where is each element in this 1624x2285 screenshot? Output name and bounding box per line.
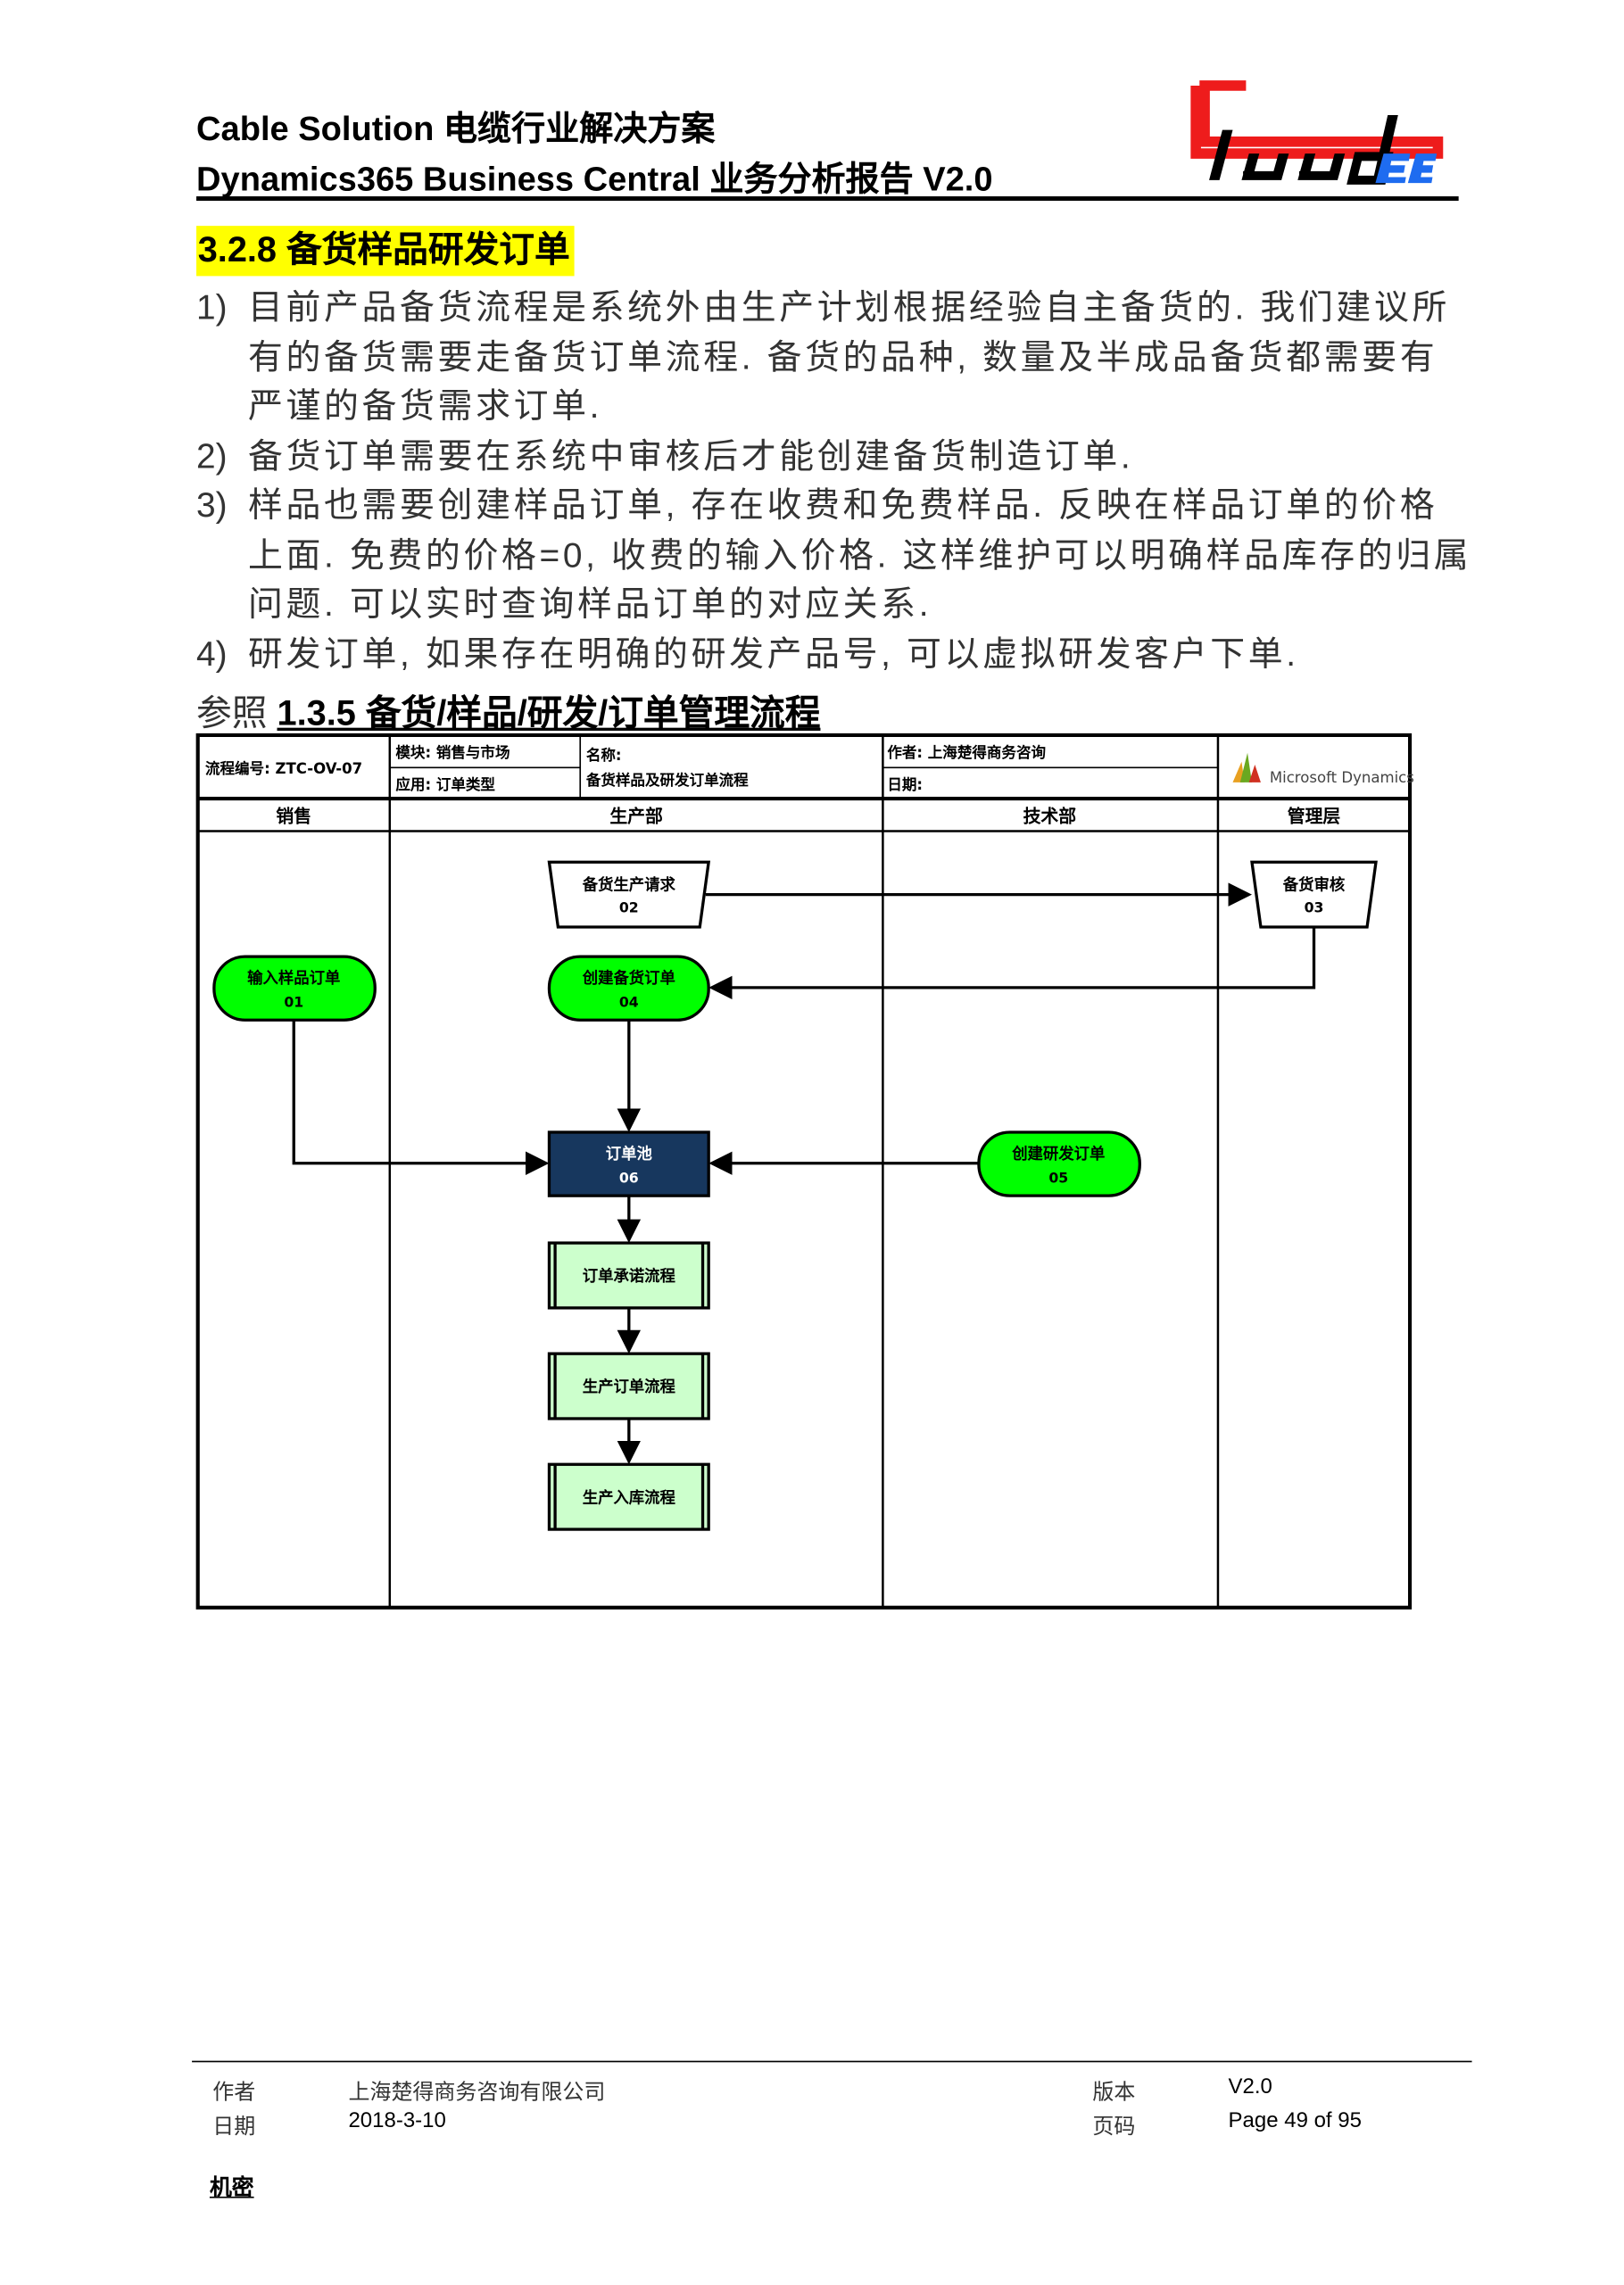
svg-text:04: 04 <box>619 993 639 1010</box>
module-label: 模块: 销售与市场 <box>395 743 510 761</box>
svg-text:生产订单流程: 生产订单流程 <box>583 1378 676 1396</box>
node-production-order[interactable]: 生产订单流程 <box>547 1352 710 1420</box>
svg-text:05: 05 <box>1048 1169 1068 1186</box>
node-sample-order[interactable]: 输入样品订单 01 <box>212 955 377 1022</box>
footer-author-value: 上海楚得商务咨询有限公司 <box>348 2081 606 2106</box>
confidential-label: 机密 <box>209 2175 254 2201</box>
reference-prefix: 参照 <box>196 693 278 734</box>
connectors <box>292 882 1316 1465</box>
node-production-receipt[interactable]: 生产入库流程 <box>547 1462 710 1531</box>
svg-text:备货生产请求: 备货生产请求 <box>582 876 676 895</box>
process-number: 流程编号: ZTC-OV-07 <box>205 759 362 777</box>
svg-text:生产入库流程: 生产入库流程 <box>583 1488 676 1507</box>
name-value: 备货样品及研发订单流程 <box>585 771 749 789</box>
name-label: 名称: <box>586 746 622 764</box>
reference-link[interactable]: 1.3.5 备货/样品/研发/订单管理流程 <box>277 693 821 734</box>
flowchart: 流程编号: ZTC-OV-07 模块: 销售与市场 应用: 订单类型 名称: 备… <box>195 733 1414 1610</box>
author-label: 作者: 上海楚得商务咨询 <box>887 743 1046 761</box>
node-create-rd-order[interactable]: 创建研发订单 05 <box>977 1130 1141 1197</box>
node-order-promise[interactable]: 订单承诺流程 <box>547 1241 710 1310</box>
footer-version-label: 版本 <box>1092 2081 1136 2106</box>
list-item: 2)备货订单需要在系统中审核后才能创建备货制造订单. <box>196 435 1134 475</box>
svg-text:输入样品订单: 输入样品订单 <box>247 969 340 988</box>
list-item: 4)研发订单, 如果存在明确的研发产品号, 可以虚拟研发客户下单. <box>196 633 1299 673</box>
footer-author-label: 作者 <box>212 2081 256 2106</box>
date-label: 日期: <box>887 776 923 793</box>
header-title-2: Dynamics365 Business Central 业务分析报告 V2.0 <box>196 159 993 198</box>
list-item: 1)目前产品备货流程是系统外由生产计划根据经验自主备货的. 我们建议所 <box>196 287 1451 327</box>
reference-line: 参照 1.3.5 备货/样品/研发/订单管理流程 <box>196 683 820 735</box>
svg-text:01: 01 <box>284 993 303 1010</box>
svg-text:订单池: 订单池 <box>606 1145 653 1163</box>
footer-version-value: V2.0 <box>1228 2075 1272 2099</box>
svg-text:备货审核: 备货审核 <box>1282 876 1346 895</box>
svg-text:02: 02 <box>619 898 639 915</box>
list-item-cont: 上面. 免费的价格=0, 收费的输入价格. 这样维护可以明确样品库存的归属 <box>247 534 1472 574</box>
list-item-cont: 严谨的备货需求订单. <box>247 386 603 426</box>
svg-text:06: 06 <box>619 1169 639 1186</box>
list-item-cont: 问题. 可以实时查询样品订单的对应关系. <box>247 584 932 624</box>
node-stock-approval[interactable]: 备货审核 03 <box>1250 860 1378 929</box>
numbered-list: 1)目前产品备货流程是系统外由生产计划根据经验自主备货的. 我们建议所 有的备货… <box>196 284 1471 679</box>
node-stock-request[interactable]: 备货生产请求 02 <box>547 860 711 929</box>
company-logo <box>1190 80 1444 185</box>
footer-date-label: 日期 <box>212 2115 256 2140</box>
lane-sales: 销售 <box>276 807 311 827</box>
list-item-cont: 有的备货需要走备货订单流程. 备货的品种, 数量及半成品备货都需要有 <box>247 337 1438 377</box>
application-label: 应用: 订单类型 <box>395 775 495 793</box>
lane-management: 管理层 <box>1288 807 1341 827</box>
header-rule <box>196 196 1459 202</box>
svg-text:创建备货订单: 创建备货订单 <box>582 969 675 988</box>
footer-page-label: 页码 <box>1092 2115 1136 2140</box>
lane-production: 生产部 <box>609 807 663 827</box>
lane-tech: 技术部 <box>1023 807 1077 827</box>
node-order-pool[interactable]: 订单池 06 <box>547 1130 710 1197</box>
node-create-stock-order[interactable]: 创建备货订单 04 <box>547 955 710 1022</box>
svg-text:Microsoft Dynamics: Microsoft Dynamics <box>1270 769 1414 786</box>
header-title-1: Cable Solution 电缆行业解决方案 <box>196 109 716 148</box>
svg-text:03: 03 <box>1305 898 1324 915</box>
footer-rule <box>192 2060 1472 2063</box>
footer-page-value: Page 49 of 95 <box>1228 2109 1362 2133</box>
section-heading: 3.2.8 备货样品研发订单 <box>196 226 575 277</box>
footer-date-value: 2018-3-10 <box>348 2109 446 2133</box>
svg-text:订单承诺流程: 订单承诺流程 <box>583 1267 676 1286</box>
microsoft-dynamics-logo: Microsoft Dynamics <box>1232 752 1414 786</box>
svg-text:创建研发订单: 创建研发订单 <box>1011 1145 1105 1163</box>
list-item: 3)样品也需要创建样品订单, 存在收费和免费样品. 反映在样品订单的价格 <box>196 485 1438 525</box>
